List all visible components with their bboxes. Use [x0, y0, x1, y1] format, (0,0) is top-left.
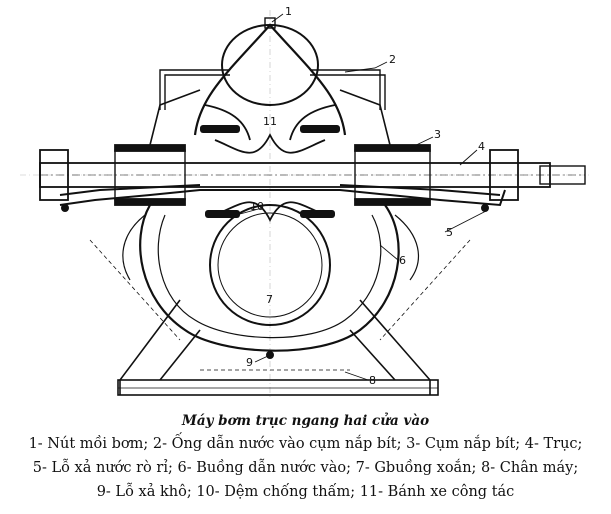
callout-9: 9 — [246, 356, 253, 369]
callout-10: 10 — [250, 200, 264, 213]
inlet-chamber — [59, 184, 506, 281]
volute-casing — [139, 204, 400, 352]
pump-foot — [89, 239, 471, 396]
bearing-housings — [39, 144, 519, 206]
callout-2: 2 — [389, 53, 396, 66]
construction-lines — [20, 10, 590, 400]
legend-line-2: 5- Lỗ xả nước rò rỉ; 6- Buồng dẫn nước v… — [32, 460, 579, 476]
impeller — [204, 104, 336, 223]
callout-7: 7 — [266, 293, 273, 306]
callout-3: 3 — [434, 128, 441, 141]
callout-4: 4 — [478, 140, 485, 153]
pump-cross-section-diagram: 1 2 3 4 5 6 7 8 9 10 11 — [20, 5, 590, 400]
drain-points — [61, 204, 489, 359]
callout-6: 6 — [399, 254, 406, 267]
callout-8: 8 — [369, 374, 376, 387]
leader-lines — [239, 13, 489, 381]
figure-title: Máy bơm trục ngang hai cửa vào — [181, 413, 430, 429]
callout-11: 11 — [263, 115, 277, 128]
seal-rings — [200, 125, 340, 218]
callout-5: 5 — [446, 226, 453, 239]
gland-water-pipe — [159, 69, 386, 110]
legend-line-1: 1- Nút mồi bơm; 2- Ống dẫn nước vào cụm … — [28, 436, 583, 452]
callout-1: 1 — [285, 5, 292, 18]
legend-line-3: 9- Lỗ xả khô; 10- Dệm chống thấm; 11- Bá… — [96, 484, 515, 500]
